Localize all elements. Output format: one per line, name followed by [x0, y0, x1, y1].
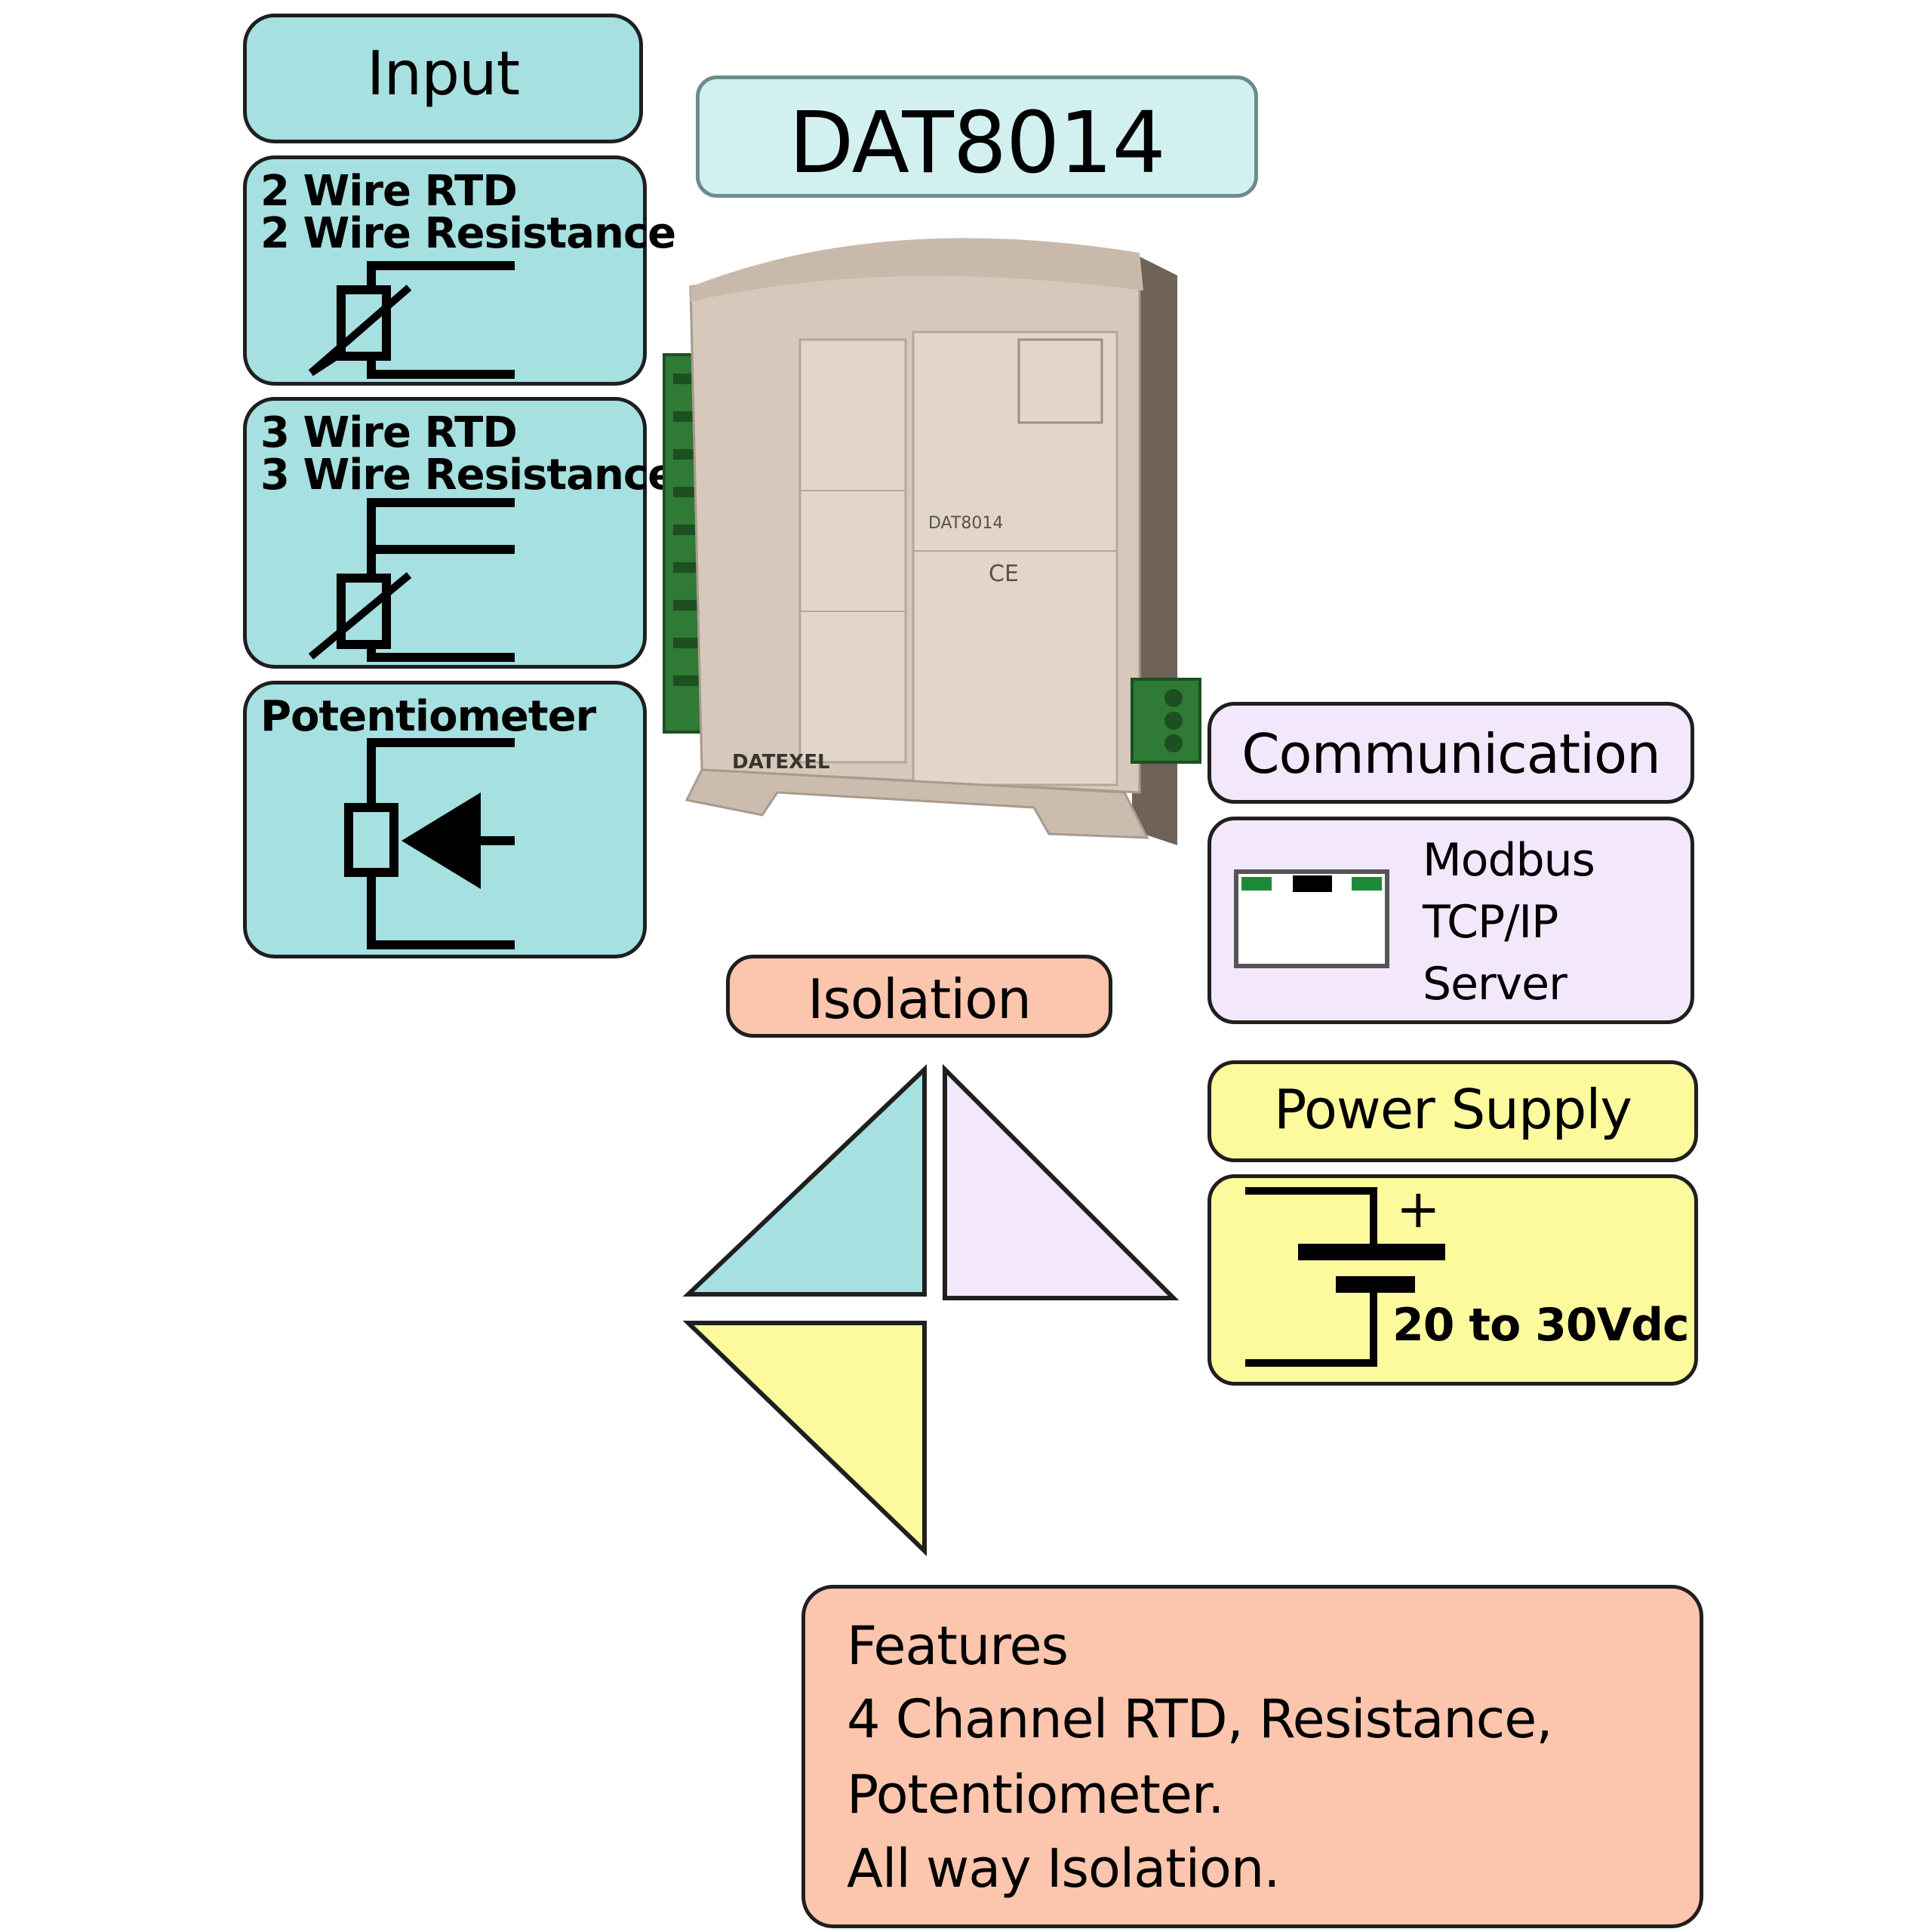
isolation-label-box: Isolation [726, 955, 1112, 1038]
communication-line-modbus: Modbus [1423, 834, 1595, 887]
din-rail-module-image: DAT8014 CE DATEXEL [663, 238, 1201, 845]
isolation-label: Isolation [808, 968, 1032, 1031]
input-header-label: Input [366, 38, 520, 109]
communication-header-label: Communication [1241, 722, 1661, 786]
communication-line-tcpip: TCP/IP [1423, 896, 1558, 949]
features-line-1: 4 Channel RTD, Resistance, [847, 1688, 1553, 1750]
power-voltage-label: 20 to 30Vdc [1392, 1299, 1690, 1352]
potentiometer-icon [344, 738, 515, 949]
product-title: DAT8014 [696, 75, 1258, 198]
communication-line-server: Server [1423, 958, 1567, 1011]
features-box: Features 4 Channel RTD, Resistance, Pote… [801, 1585, 1703, 1928]
rtd-2wire-icon [308, 261, 515, 379]
device-model-text: DAT8014 [928, 514, 1003, 533]
input-header: Input [243, 14, 643, 143]
power-plus-sign: + [1396, 1178, 1441, 1240]
input-3wire-rtd: 3 Wire RTD 3 Wire Resistance [243, 397, 676, 669]
features-line-2: Potentiometer. [847, 1764, 1225, 1826]
rtd-3wire-icon [308, 498, 515, 662]
battery-icon [1245, 1187, 1445, 1367]
features-title: Features [847, 1615, 1069, 1677]
ethernet-port-icon [1234, 869, 1389, 968]
product-title-label: DAT8014 [789, 94, 1166, 192]
input-potentiometer-label: Potentiometer [260, 692, 596, 741]
input-2wire-line1: 2 Wire RTD [260, 167, 518, 216]
power-supply-header-label: Power Supply [1274, 1078, 1632, 1141]
power-supply-details: + 20 to 30Vdc [1208, 1174, 1698, 1386]
input-2wire-line2: 2 Wire Resistance [260, 209, 676, 258]
communication-header: Communication [1208, 702, 1694, 804]
input-2wire-rtd: 2 Wire RTD 2 Wire Resistance [243, 155, 676, 386]
power-supply-header: Power Supply [1208, 1060, 1698, 1162]
features-line-3: All way Isolation. [847, 1838, 1280, 1900]
input-3wire-line1: 3 Wire RTD [260, 408, 518, 457]
communication-details: Modbus TCP/IP Server [1208, 817, 1694, 1024]
input-3wire-line2: 3 Wire Resistance [260, 451, 676, 500]
isolation-triangles-icon [682, 1063, 1180, 1557]
input-potentiometer: Potentiometer [243, 681, 647, 958]
device-brand-text: DATEXEL [732, 751, 830, 774]
svg-text:CE: CE [989, 561, 1019, 587]
